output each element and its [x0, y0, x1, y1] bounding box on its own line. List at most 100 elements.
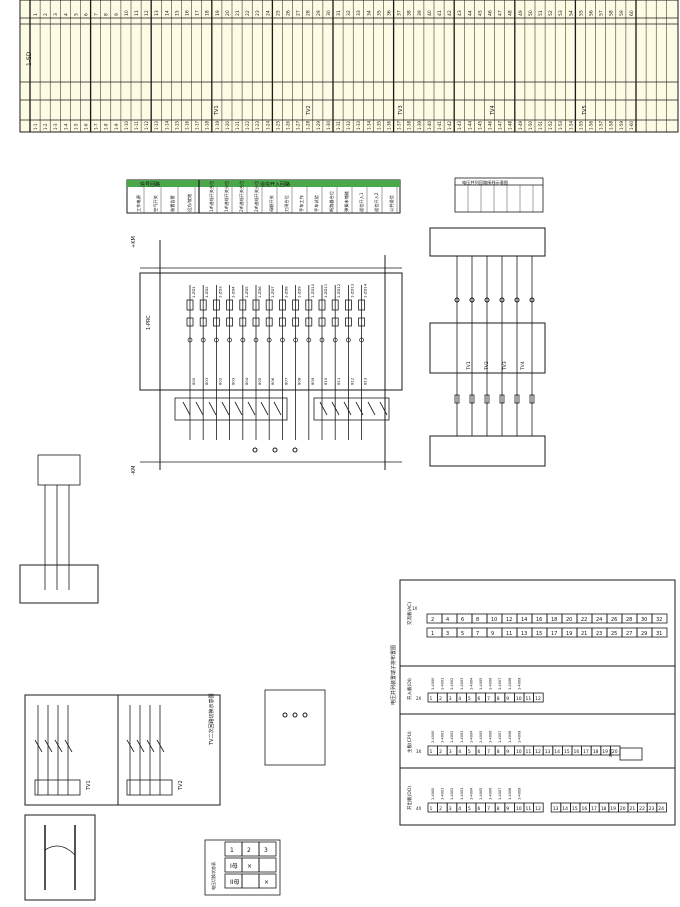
wire-number: 812 [349, 377, 354, 385]
cable-number: 1-59 [619, 120, 624, 130]
terminal-number: 13 [553, 806, 559, 812]
terminal-label: 1-ZD7 [270, 286, 275, 298]
fuse [529, 394, 535, 404]
wire-number: 1-4003 [460, 731, 464, 743]
cable-number: 1-5 [73, 123, 78, 130]
terminal-number: 4 [446, 617, 449, 623]
cable-number: 1-48 [508, 120, 513, 130]
cable-number: 1-55 [578, 120, 583, 130]
terminal-number: 20 [612, 749, 618, 755]
wire-number: 1-4005 [479, 731, 483, 743]
terminal-number: 54 [568, 10, 574, 16]
legend-item: 母联开关 [268, 195, 275, 212]
cable-number: 1-56 [589, 120, 594, 130]
terminal-number: 13 [154, 10, 160, 16]
legend-item: 装置告警 [169, 194, 176, 212]
status-value: × [247, 863, 252, 870]
resistor [239, 317, 247, 327]
legend-item: 刀闸合位 [283, 195, 290, 212]
terminal-number: 11 [526, 749, 532, 755]
legend-item: 2#进线开关分位 [253, 181, 260, 212]
terminal-label: 1-ZD10 [310, 283, 315, 298]
terminal-number: 2 [431, 617, 434, 623]
cable-number: 1-36 [387, 120, 392, 130]
cable-number: 1-13 [154, 120, 159, 130]
terminal-number: 29 [641, 631, 647, 637]
terminal-number: 3 [449, 749, 452, 755]
terminal-number: 12 [506, 617, 512, 623]
terminal-number: 16 [582, 806, 588, 812]
indicator-lamp [200, 337, 206, 343]
cable-number: 1-42 [447, 120, 452, 130]
cable-number: 1-33 [356, 120, 361, 130]
cable-number: 1-1 [33, 123, 38, 130]
terminal-number: 1 [430, 749, 433, 755]
cable-number: 1-26 [286, 120, 291, 130]
terminal-label: 1-ZD13 [349, 283, 354, 298]
terminal-cell [471, 627, 488, 638]
wire-number: 1-4007 [498, 678, 502, 690]
wire-number: 1-4004 [469, 787, 473, 800]
resistor [344, 317, 352, 327]
terminal-number: 15 [564, 749, 570, 755]
tv-label: TV1 [86, 780, 92, 791]
resistor [358, 317, 366, 327]
wire-number: 811 [336, 377, 341, 385]
wire-number: 1-4004 [469, 677, 473, 690]
terminal-number: 45 [477, 10, 483, 16]
terminal-number: 14 [521, 617, 527, 623]
terminal-number: 11 [526, 696, 532, 702]
cable-number: 1-25 [275, 120, 280, 130]
terminal-cell [533, 692, 544, 703]
terminal-cell [456, 613, 473, 624]
cable-number: 1-44 [467, 120, 472, 130]
terminal-number: 5 [461, 631, 464, 637]
cable-number: 1-37 [397, 120, 402, 130]
legend-item: 1#进线开关合位 [208, 181, 215, 212]
terminal-number: 7 [487, 696, 490, 702]
wire-number: 1-4007 [498, 731, 502, 743]
indicator-lamp [332, 337, 338, 343]
terminal-number: 43 [457, 10, 463, 16]
cable-number: 1-2 [43, 123, 48, 130]
terminal-number: 27 [296, 10, 302, 16]
wire-number: 1-4001 [441, 788, 445, 800]
terminal-number: 49 [518, 10, 524, 16]
resistor [226, 317, 234, 327]
bus-label: -KM [131, 466, 137, 475]
cable-number: 1-16 [185, 120, 190, 130]
cable-number: 1-11 [134, 120, 139, 130]
terminal-number: 9 [506, 696, 509, 702]
cable-number: 1-38 [407, 120, 412, 130]
terminal-label: 1-ZD6 [257, 286, 262, 298]
cable-number: 1-51 [538, 120, 543, 130]
resistor [252, 317, 260, 327]
cable-number: 1-49 [518, 120, 523, 130]
left-module-box [19, 564, 99, 604]
terminal-number: 9 [506, 806, 509, 812]
terminal-label: 1-ZD2 [204, 286, 209, 298]
cable-number: 1-3 [53, 123, 58, 130]
cable-number: 1-31 [336, 120, 341, 130]
terminal-number: 2 [439, 749, 442, 755]
switch-contact [367, 401, 376, 416]
wire-number: 808 [297, 377, 302, 385]
terminal-number: 3 [449, 696, 452, 702]
terminal-number: 9 [491, 631, 494, 637]
resistor [278, 317, 286, 327]
status-table-title: 电压切换状态表 [210, 862, 216, 890]
wire-number: 1-4006 [489, 678, 493, 690]
fuse [454, 394, 460, 404]
wire-number: 1-4009 [517, 678, 521, 690]
terminal-number: 53 [558, 10, 564, 16]
wire-number: 1-4008 [508, 678, 512, 690]
status-cell [258, 857, 277, 873]
panel-tag: 3X [416, 749, 422, 754]
terminal-number: 33 [356, 10, 362, 16]
cable-number: 1-20 [225, 120, 230, 130]
terminal-number: 10 [124, 10, 130, 16]
terminal-number: 23 [649, 806, 655, 812]
terminal-number: 37 [397, 10, 403, 16]
terminal-number: 16 [536, 617, 542, 623]
indicator-lamp [280, 337, 285, 343]
